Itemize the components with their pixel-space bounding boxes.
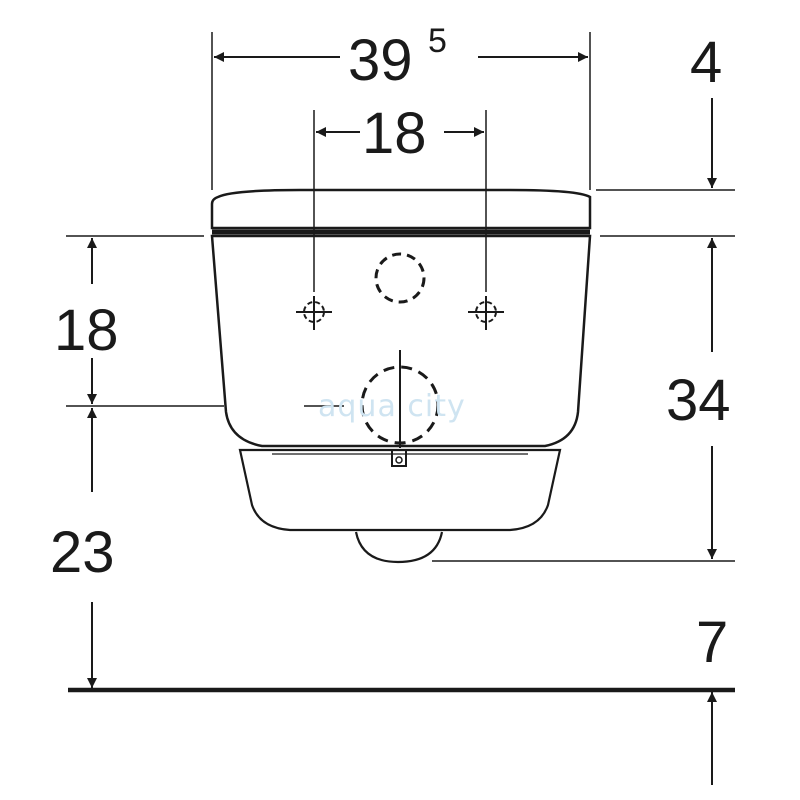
mounting-hole-right [468, 296, 504, 330]
toilet-outline [210, 188, 592, 564]
dim-lid-height: 4 [690, 30, 722, 95]
dim-overall-width-sup: 5 [428, 22, 447, 60]
watermark: aqua city [318, 389, 466, 424]
outlet-spigot [354, 531, 444, 564]
dim-bottom-to-floor: 7 [696, 610, 728, 675]
dim-overall-width: 39 [348, 28, 413, 93]
dim-axis-to-floor: 23 [50, 520, 115, 585]
lower-bowl [238, 448, 562, 532]
lid [210, 188, 592, 230]
dim-holes-to-axis: 18 [54, 298, 119, 363]
flush-inlet [374, 252, 426, 304]
bowl-body [210, 234, 592, 448]
fitting [391, 449, 407, 467]
dimension-lines [87, 52, 717, 785]
dim-hole-spacing: 18 [362, 101, 427, 166]
mounting-hole-left [296, 296, 332, 330]
dim-body-height: 34 [666, 368, 731, 433]
extension-lines [66, 32, 735, 562]
